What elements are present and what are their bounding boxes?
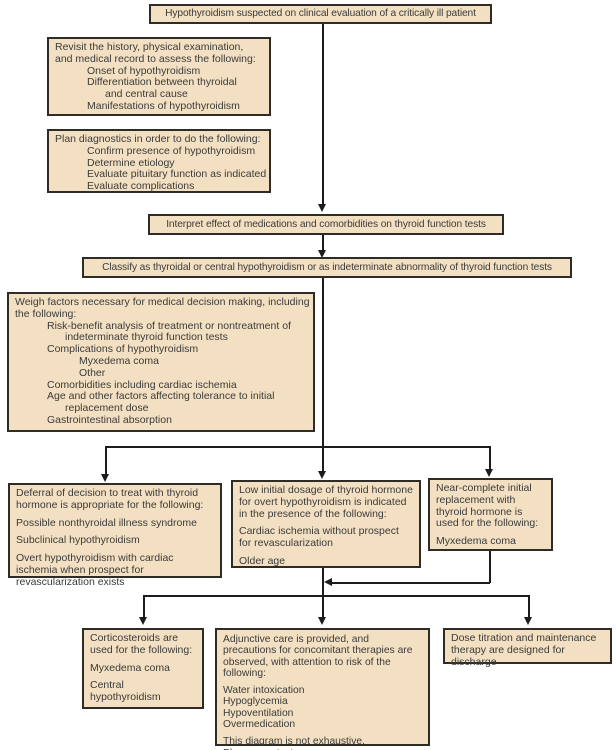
flow-box-plan-diagnostics: Plan diagnostics in order to do the foll… xyxy=(47,129,271,193)
connector-branch-to-near-complete xyxy=(489,446,491,470)
text-line: and central cause xyxy=(105,88,188,101)
text-line: Please see text xyxy=(223,748,423,750)
text-line: Deferral of decision to treat with thyro… xyxy=(16,487,204,511)
text-paragraph: Corticosteroids are used for the followi… xyxy=(90,632,197,657)
text-line: Evaluate complications xyxy=(87,180,195,193)
text-line: replacement dose xyxy=(65,402,149,415)
text-line: the following: xyxy=(15,307,77,320)
arrowhead-down-icon xyxy=(318,204,326,212)
connector-suspected-to-interpret xyxy=(322,24,324,205)
arrowhead-down-icon xyxy=(318,250,326,258)
text-paragraph: Adjunctive care is provided, and precaut… xyxy=(223,634,423,679)
text-line: and medical record to assess the followi… xyxy=(55,52,256,65)
arrowhead-down-icon xyxy=(318,471,326,479)
text-line: Weigh factors necessary for medical deci… xyxy=(15,296,310,308)
flow-box-deferral: Deferral of decision to treat with thyro… xyxy=(8,483,222,588)
arrowhead-left-icon xyxy=(324,578,332,586)
text-line: Risk-benefit analysis of treatment or no… xyxy=(47,319,291,332)
text-line: Comorbidities including cardiac ischemia xyxy=(47,378,237,391)
flow-box-revisit-history: Revisit the history, physical examinatio… xyxy=(47,37,271,116)
text-line: indeterminate thyroid function tests xyxy=(65,331,228,344)
text-line: Confirm presence of hypothyroidism xyxy=(87,144,256,157)
text-line: Central hypothyroidism xyxy=(90,679,161,704)
text-line: Possible nonthyroidal illness syndrome xyxy=(16,516,197,529)
connector-branch2-to-dose-titration xyxy=(528,595,530,618)
text-paragraph: Near-complete initial replacement with t… xyxy=(436,482,546,530)
flow-box-corticosteroids: Corticosteroids are used for the followi… xyxy=(82,628,204,709)
text-paragraph: Possible nonthyroidal illness syndrome xyxy=(16,516,215,530)
text-line: Adjunctive care is provided, and precaut… xyxy=(223,634,413,679)
text-line: Age and other factors affecting toleranc… xyxy=(47,390,275,403)
text-line: Onset of hypothyroidism xyxy=(87,64,201,77)
connector-branch2-to-corticosteroids xyxy=(143,595,145,618)
text-paragraph: Deferral of decision to treat with thyro… xyxy=(16,487,215,512)
text-line: This diagram is not exhaustive. xyxy=(223,736,365,748)
flow-box-adjunctive-care: Adjunctive care is provided, and precaut… xyxy=(215,628,430,750)
flow-box-suspected-text: Hypothyroidism suspected on clinical eva… xyxy=(165,8,476,20)
arrowhead-down-icon xyxy=(139,617,147,625)
flow-box-dose-titration: Dose titration and maintenance therapy a… xyxy=(443,628,612,668)
text-line: Dose titration and maintenance therapy a… xyxy=(451,632,597,668)
text-paragraph: Overt hypothyroidism with cardiac ischem… xyxy=(16,552,215,588)
text-paragraph: Older age xyxy=(239,554,414,568)
connector-classify-to-branch xyxy=(322,278,324,472)
text-line: Complications of hypothyroidism xyxy=(47,343,199,356)
arrowhead-down-icon xyxy=(101,474,109,482)
arrowhead-down-icon xyxy=(524,617,532,625)
text-paragraph: Myxedema coma xyxy=(90,661,197,675)
text-line: Determine etiology xyxy=(87,156,175,169)
text-line: Subclinical hypothyroidism xyxy=(16,534,140,547)
flow-box-low-initial-dosage: Low initial dosage of thyroid hormone fo… xyxy=(231,480,421,568)
text-line: Myxedema coma xyxy=(90,661,170,674)
text-paragraph: Central hypothyroidism xyxy=(90,680,197,704)
text-line: Overt hypothyroidism with cardiac ischem… xyxy=(16,552,174,588)
text-line: Gastrointestinal absorption xyxy=(47,413,172,426)
text-line: Revisit the history, physical examinatio… xyxy=(55,41,244,53)
connector-branch-to-deferral xyxy=(105,446,107,475)
flow-box-interpret-text: Interpret effect of medications and como… xyxy=(166,218,486,230)
arrowhead-down-icon xyxy=(485,469,493,477)
text-paragraph: Dose titration and maintenance therapy a… xyxy=(451,632,605,668)
flow-box-weigh-factors: Weigh factors necessary for medical deci… xyxy=(7,292,315,432)
flow-box-suspected: Hypothyroidism suspected on clinical eva… xyxy=(149,4,492,24)
text-paragraph: Low initial dosage of thyroid hormone fo… xyxy=(239,484,414,520)
text-line: Hypoglycemia xyxy=(223,696,288,708)
connector-low-dose-to-branch2 xyxy=(322,568,324,618)
text-paragraph: Myxedema coma xyxy=(436,535,546,548)
text-line: Differentiation between thyroidal xyxy=(87,76,237,89)
text-line: Corticosteroids are used for the followi… xyxy=(90,632,193,656)
text-line: Overmedication xyxy=(223,719,296,731)
flow-box-near-complete-replacement: Near-complete initial replacement with t… xyxy=(428,478,553,551)
text-line: Plan diagnostics in order to do the foll… xyxy=(55,133,261,145)
connector-branch-row2 xyxy=(143,595,529,597)
text-line: Older age xyxy=(239,554,286,567)
text-line: Manifestations of hypothyroidism xyxy=(87,99,240,112)
text-line: Cardiac ischemia without prospect for re… xyxy=(239,525,399,550)
flow-box-interpret-medications: Interpret effect of medications and como… xyxy=(148,214,504,235)
text-line: Hypoventilation xyxy=(223,707,294,719)
text-line: Evaluate pituitary function as indicated xyxy=(87,168,267,181)
connector-branch-row1 xyxy=(105,446,491,448)
text-line: Low initial dosage of thyroid hormone fo… xyxy=(239,484,413,520)
text-line: Near-complete initial replacement with t… xyxy=(436,482,539,530)
text-line: Other xyxy=(79,366,106,379)
connector-interpret-to-classify xyxy=(322,235,324,251)
flow-box-classify-text: Classify as thyroidal or central hypothy… xyxy=(102,261,552,273)
text-line: Myxedema coma xyxy=(79,354,159,367)
text-line: Water intoxication xyxy=(223,685,305,697)
connector-merge-right xyxy=(331,582,490,584)
connector-near-complete-down xyxy=(489,551,491,583)
arrowhead-down-icon xyxy=(318,617,326,625)
flow-box-classify: Classify as thyroidal or central hypothy… xyxy=(82,257,572,278)
text-paragraph: Subclinical hypothyroidism xyxy=(16,535,215,547)
text-paragraph: This diagram is not exhaustive.Please se… xyxy=(223,736,423,750)
text-line: Myxedema coma xyxy=(436,535,516,548)
text-paragraph: Cardiac ischemia without prospect for re… xyxy=(239,526,414,550)
